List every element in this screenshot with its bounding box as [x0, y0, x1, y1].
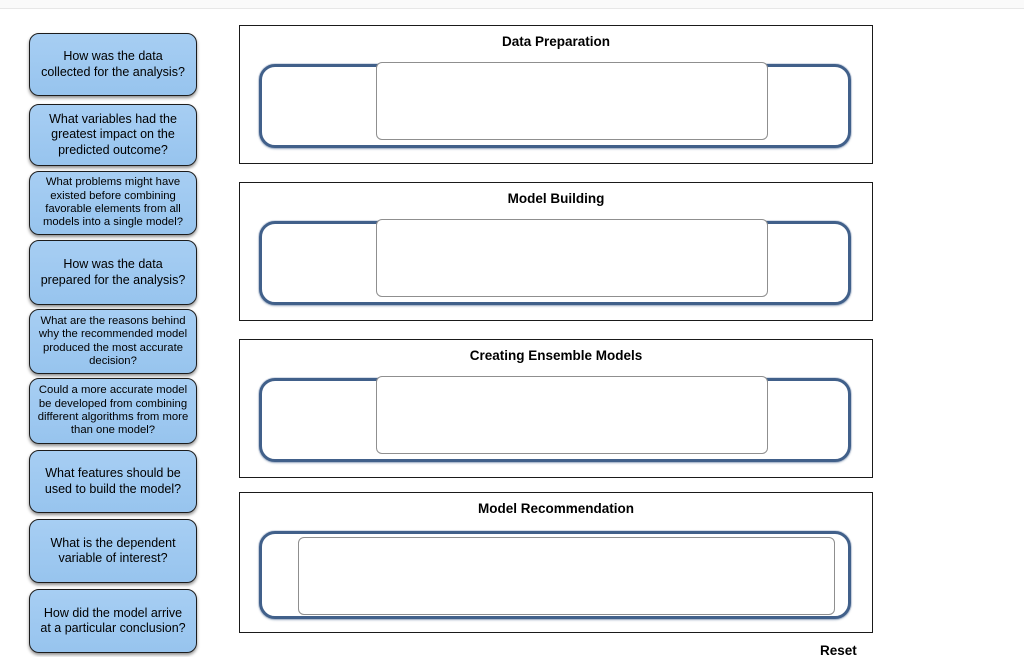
drop-slot-data-preparation[interactable]	[376, 62, 768, 140]
question-card-9[interactable]: How did the model arrive at a particular…	[29, 589, 197, 653]
dropzone-model-recommendation[interactable]	[259, 531, 851, 619]
dropzone-data-preparation[interactable]	[259, 62, 851, 148]
question-card-7[interactable]: What features should be used to build th…	[29, 450, 197, 513]
category-title: Model Building	[507, 191, 605, 206]
category-data-preparation: Data Preparation	[239, 25, 873, 164]
dropzone-creating-ensemble-models[interactable]	[259, 376, 851, 462]
drop-slot-model-recommendation[interactable]	[298, 537, 835, 615]
category-title: Data Preparation	[501, 34, 611, 49]
category-title: Creating Ensemble Models	[469, 348, 643, 363]
category-creating-ensemble-models: Creating Ensemble Models	[239, 339, 873, 478]
category-model-building: Model Building	[239, 182, 873, 321]
question-card-1[interactable]: How was the data collected for the analy…	[29, 33, 197, 96]
drop-slot-creating-ensemble-models[interactable]	[376, 376, 768, 454]
question-card-3[interactable]: What problems might have existed before …	[29, 171, 197, 235]
question-card-6[interactable]: Could a more accurate model be developed…	[29, 378, 197, 444]
category-model-recommendation: Model Recommendation	[239, 492, 873, 633]
question-card-2[interactable]: What variables had the greatest impact o…	[29, 104, 197, 166]
reset-button[interactable]: Reset	[820, 643, 857, 657]
top-bar	[0, 0, 1024, 9]
drop-slot-model-building[interactable]	[376, 219, 768, 297]
question-card-8[interactable]: What is the dependent variable of intere…	[29, 519, 197, 583]
category-title: Model Recommendation	[477, 501, 634, 516]
question-card-5[interactable]: What are the reasons behind why the reco…	[29, 309, 197, 374]
question-card-4[interactable]: How was the data prepared for the analys…	[29, 240, 197, 305]
dropzone-model-building[interactable]	[259, 219, 851, 305]
